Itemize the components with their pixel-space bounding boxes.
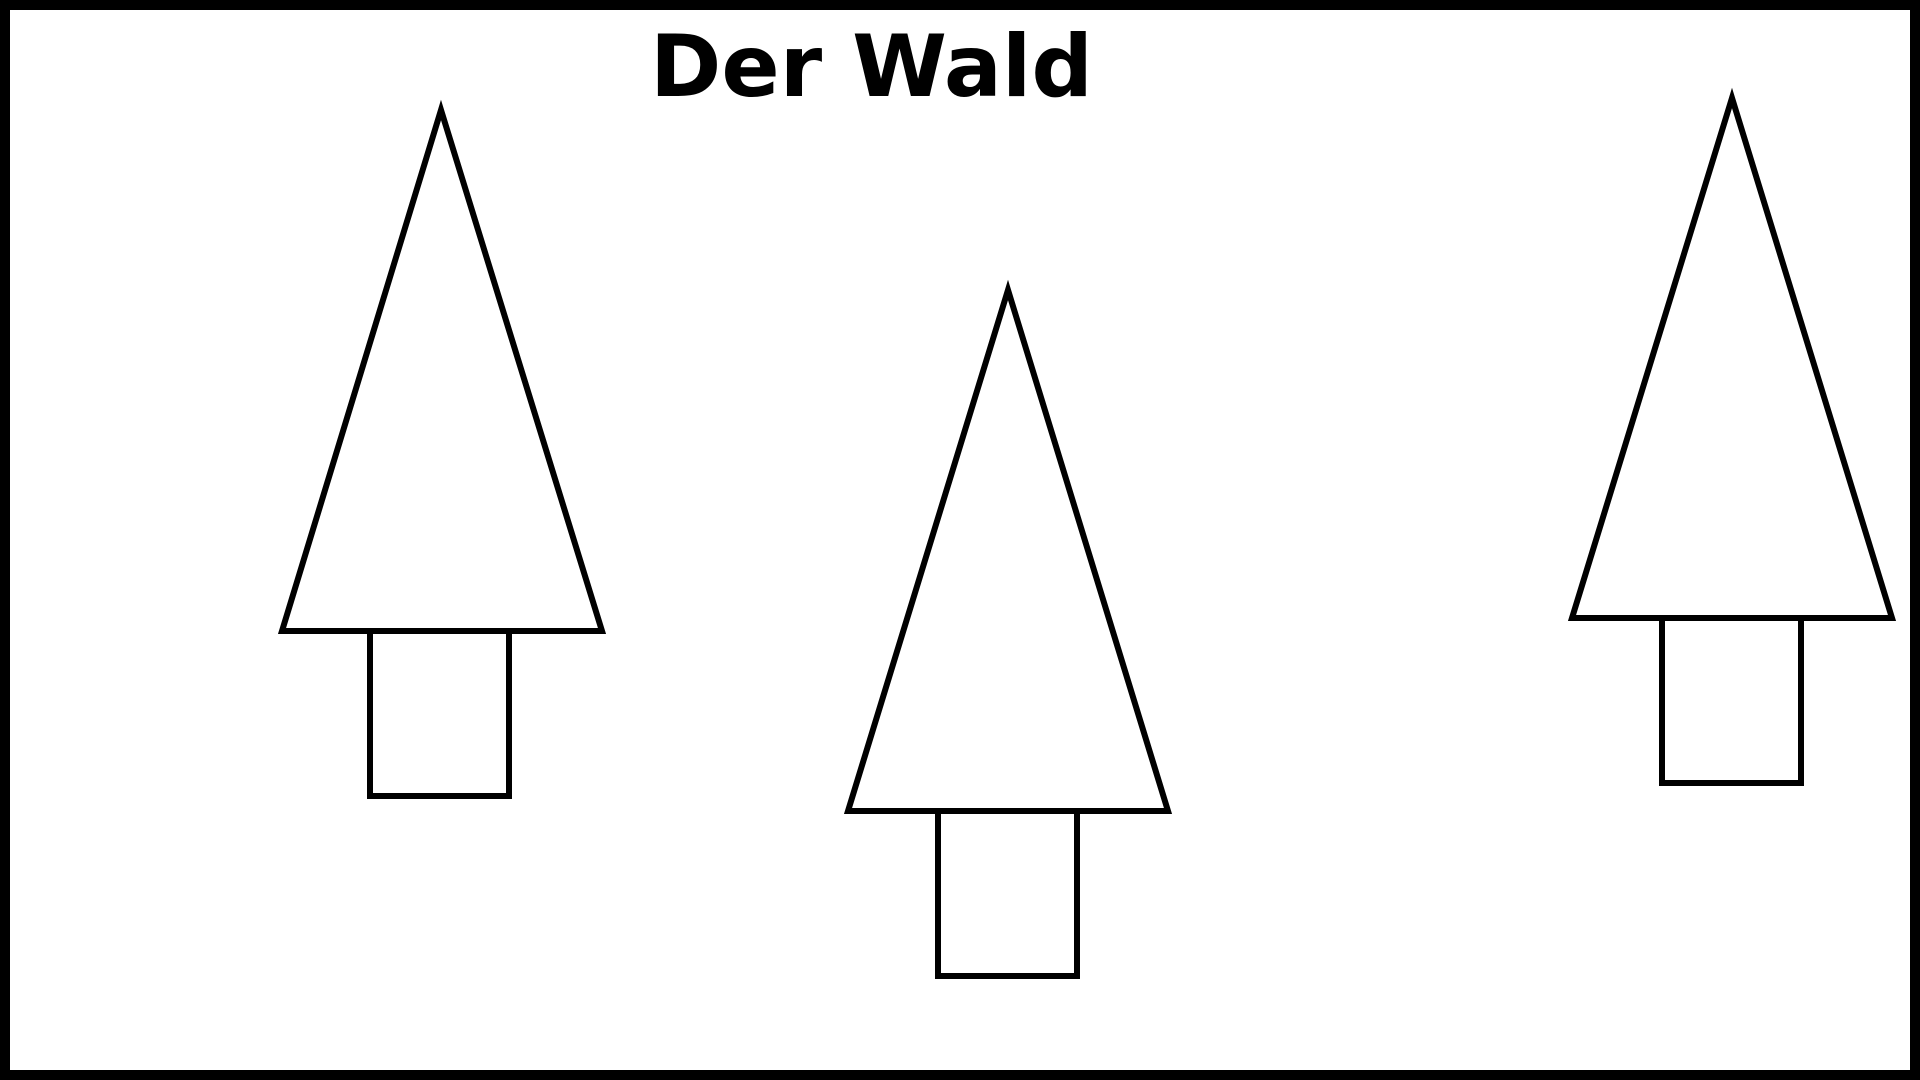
tree-crown: [1567, 87, 1897, 621]
tree-trunk: [1659, 615, 1804, 786]
page-title: Der Wald: [650, 17, 1093, 117]
tree-trunk: [367, 628, 512, 799]
tree-trunk: [935, 808, 1080, 979]
tree-middle: [843, 279, 1173, 979]
tree-right: [1567, 87, 1897, 786]
tree-left: [277, 99, 607, 799]
tree-crown: [843, 279, 1173, 814]
tree-crown: [277, 99, 607, 634]
forest-scene: [277, 87, 1897, 979]
